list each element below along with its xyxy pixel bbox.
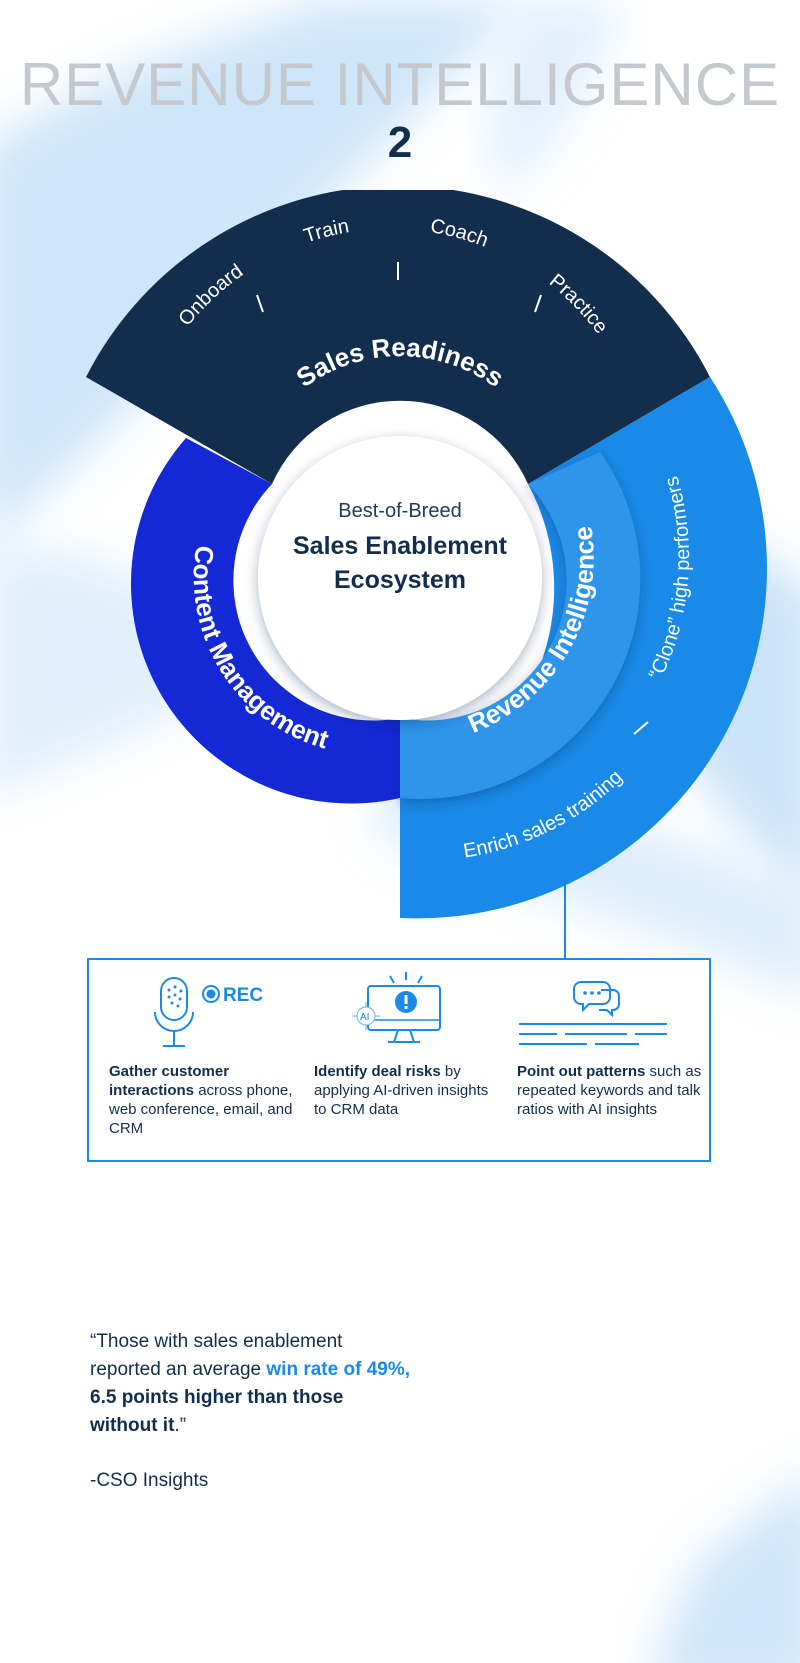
revenue-intelligence-inner-segment [400, 452, 641, 799]
connector-line [564, 872, 566, 960]
feature-bold: Identify deal risks [314, 1063, 441, 1080]
center-title-line2: Ecosystem [333, 566, 467, 594]
step-separator [534, 294, 542, 313]
feature-rest: such as repeated keywords and talk ratio… [517, 1063, 702, 1118]
features-box: REC Gather customer interactions across … [87, 958, 711, 1162]
sales-readiness-segment [86, 190, 710, 484]
feature-rest: by applying AI-driven insights to CRM da… [314, 1063, 489, 1118]
ai-label: AI [360, 1012, 369, 1023]
microphone-rec-icon: REC [154, 977, 263, 1047]
step-separator [256, 294, 264, 313]
center-subtitle: Best-of-Breed [338, 500, 462, 522]
page-title: REVENUE INTELLIGENCE [19, 51, 781, 118]
quote-part1: “Those with sales enablement reported an… [90, 1331, 343, 1380]
feature-text: Gather customer interactions across phon… [109, 1062, 299, 1138]
quote-source: -CSO Insights [90, 1470, 209, 1491]
quote-highlight: win rate of 49%, [266, 1359, 411, 1380]
quote-part3: .” [174, 1415, 187, 1436]
feature-bold: Point out patterns [517, 1063, 646, 1080]
feature-text: Identify deal risks by applying AI-drive… [314, 1062, 504, 1119]
feature-rest: across phone, web conference, email, and… [109, 1082, 293, 1137]
ecosystem-wheel: Onboard Train Coach Practice Sales Readi… [86, 190, 767, 919]
center-title-line1: Sales Enablement [293, 532, 507, 560]
feature-bold: Gather customer interactions [109, 1063, 230, 1099]
rec-label: REC [223, 985, 263, 1006]
feature-text: Point out patterns such as repeated keyw… [517, 1062, 707, 1119]
quote-part2: 6.5 points higher than those without it [90, 1387, 344, 1436]
center-circle [258, 436, 542, 720]
monitor-alert-icon: AI [352, 972, 441, 1043]
section-number: 2 [387, 118, 413, 167]
center-label: Best-of-Breed Sales Enablement Ecosystem [260, 500, 540, 597]
item-separator [633, 721, 649, 735]
content-management-segment [130, 438, 400, 804]
statistic-quote: “Those with sales enablement reported an… [90, 1328, 410, 1440]
chat-lines-icon [519, 981, 667, 1045]
